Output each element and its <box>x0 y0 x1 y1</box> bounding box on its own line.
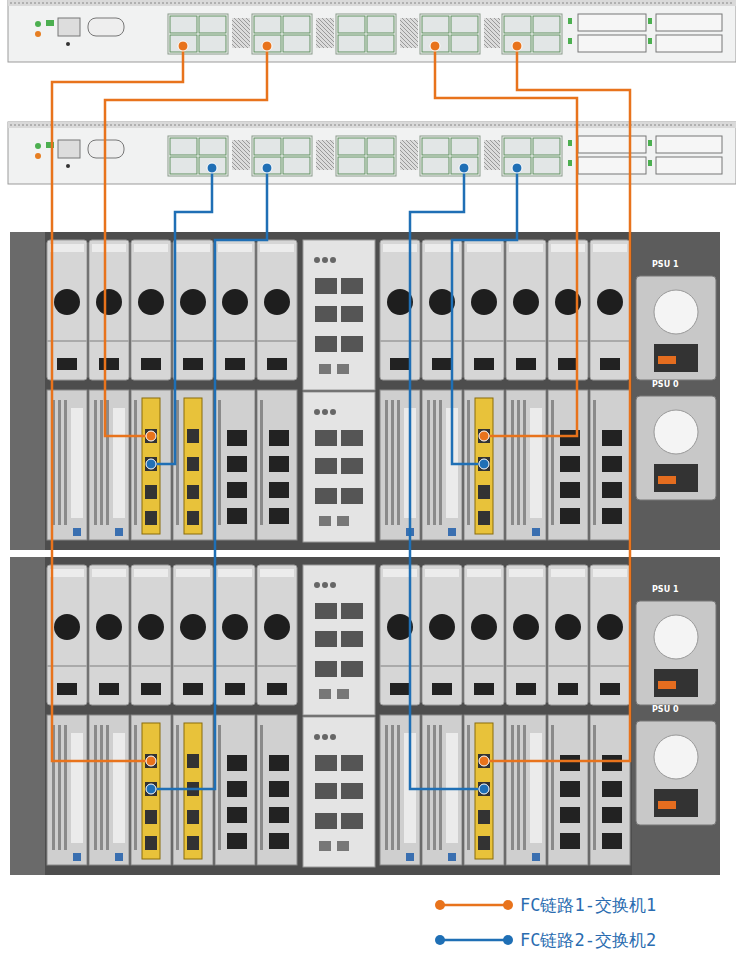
legend-text: FC链路1-交换机1 <box>520 895 656 915</box>
fc-cable-orange <box>52 46 630 761</box>
fc-cable <box>151 168 267 789</box>
psu-label: PSU 1 <box>652 261 678 269</box>
fc-cable <box>410 168 484 789</box>
fc-cable <box>151 168 212 464</box>
fc-cable-blue <box>151 168 517 789</box>
fc-cable <box>52 46 183 761</box>
port-dot <box>146 163 522 794</box>
fc-switch <box>8 122 736 184</box>
legend-line <box>434 933 514 947</box>
legend-text: FC链路2-交换机2 <box>520 930 656 950</box>
psu-label: PSU 1 <box>652 586 678 594</box>
port-dot <box>146 41 522 766</box>
fc-cable <box>484 46 630 761</box>
psu-label: PSU 0 <box>652 706 678 714</box>
fc-switch <box>8 0 736 62</box>
fc-cable <box>452 168 517 464</box>
psu-label: PSU 0 <box>652 381 678 389</box>
legend-item: FC链路1-交换机1 <box>434 894 656 916</box>
storage-controller <box>10 557 720 875</box>
storage-controller <box>10 232 720 550</box>
legend-line <box>434 898 514 912</box>
legend-item: FC链路2-交换机2 <box>434 929 656 951</box>
